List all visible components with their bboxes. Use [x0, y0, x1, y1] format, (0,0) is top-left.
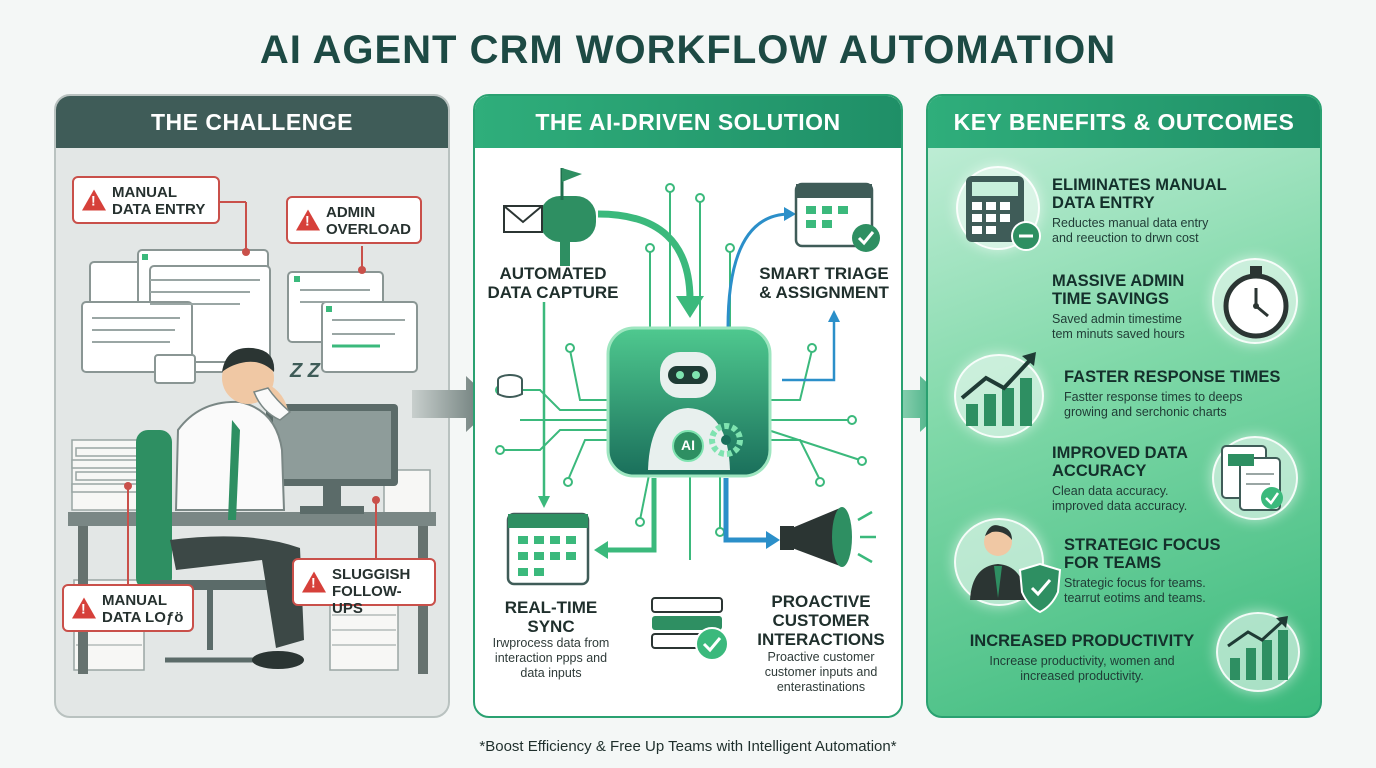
server-icon	[651, 597, 729, 661]
benefit-title: MASSIVE ADMIN TIME SAVINGS	[1052, 272, 1185, 308]
callout-sluggish-follow-ups: SLUGGISH FOLLOW-UPS	[292, 558, 436, 617]
benefit-title: INCREASED PRODUCTIVITY	[969, 632, 1195, 650]
callout-manual-data-log: MANUAL DATA LOƒö	[62, 584, 194, 632]
callout-manual-data-entry: MANUAL DATA ENTRY	[72, 176, 220, 224]
benefit-strategic-focus: STRATEGIC FOCUS FOR TEAMS Strategic focu…	[1064, 536, 1224, 606]
megaphone-icon	[780, 507, 876, 567]
benefit-response-times: FASTER RESPONSE TIMES Fastter response t…	[1064, 368, 1324, 420]
stopwatch-icon	[1223, 266, 1289, 339]
database-icon	[497, 374, 523, 398]
footer-tagline: *Boost Efficiency & Free Up Teams with I…	[479, 738, 897, 755]
node-real-time-sync-desc: Irwprocess data from interaction ᴘpps an…	[492, 636, 610, 680]
challenge-header: THE CHALLENGE	[56, 96, 448, 148]
warning-icon	[72, 597, 96, 619]
node-proactive-interactions: PROACTIVE CUSTOMER INTERACTIONS	[757, 592, 885, 649]
benefit-title: STRATEGIC FOCUS FOR TEAMS	[1064, 536, 1221, 572]
benefit-title: IMPROVED DATA ACCURACY	[1052, 444, 1188, 480]
zzz-text: Z Z	[290, 360, 320, 382]
benefit-productivity: INCREASED PRODUCTIVITY Increase producti…	[962, 632, 1202, 684]
solution-header: THE AI-DRIVEN SOLUTION	[475, 96, 901, 148]
page-title: AI AGENT CRM WORKFLOW AUTOMATION	[259, 28, 1117, 72]
benefit-desc: Reductes manual data entry and reeuction…	[1052, 216, 1209, 245]
ai-badge-text: AI	[681, 437, 695, 453]
node-proactive-interactions-desc: Proactive customer customer inputs and e…	[764, 650, 878, 694]
robot-icon	[648, 352, 743, 470]
bar-chart-icon	[1227, 616, 1288, 680]
node-automated-data-capture: AUTOMATED DATA CAPTURE	[487, 264, 619, 302]
benefit-title: FASTER RESPONSE TIMES	[1064, 368, 1281, 386]
calculator-icon	[966, 176, 1041, 251]
person-shield-icon	[970, 525, 1062, 614]
callout-admin-overload: ADMIN OVERLOAD	[286, 196, 422, 244]
documents-icon	[1221, 445, 1283, 511]
benefit-admin-time: MASSIVE ADMIN TIME SAVINGS Saved admin t…	[1052, 272, 1212, 342]
warning-icon	[82, 189, 106, 211]
benefit-desc: Fastter response times to deeps growing …	[1064, 390, 1243, 419]
node-real-time-sync: REAL-TIME SYNC	[504, 598, 598, 636]
benefit-data-accuracy: IMPROVED DATA ACCURACY Clean data accura…	[1052, 444, 1212, 514]
benefit-desc: Clean data accuracy. improved data accur…	[1052, 484, 1188, 513]
calendar-check-icon	[794, 182, 880, 252]
node-smart-triage: SMART TRIAGE & ASSIGNMENT	[759, 264, 889, 302]
benefit-title: ELIMINATES MANUAL DATA ENTRY	[1052, 176, 1227, 212]
mailbox-icon	[503, 168, 596, 266]
benefit-desc: Strategic focus for teams. tearrut eotim…	[1064, 576, 1206, 605]
benefits-header: KEY BENEFITS & OUTCOMES	[928, 96, 1320, 148]
calendar-icon	[506, 512, 590, 586]
warning-icon	[302, 571, 326, 593]
benefit-eliminates-manual: ELIMINATES MANUAL DATA ENTRY Reductes ma…	[1052, 176, 1312, 246]
warning-icon	[296, 209, 320, 231]
benefit-desc: Increase productivity, women and increas…	[989, 654, 1175, 683]
benefit-desc: Saved admin timestime tem minuts saved h…	[1052, 312, 1185, 341]
growth-chart-icon	[960, 352, 1036, 426]
